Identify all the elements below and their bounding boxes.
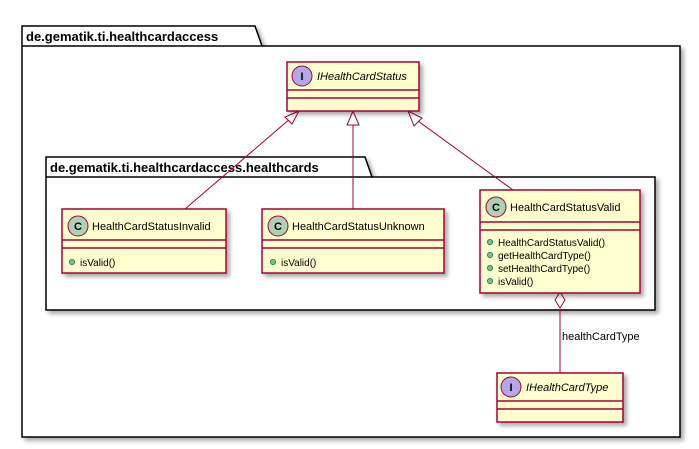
class-valid-name: HealthCardStatusValid [510, 202, 620, 214]
class-invalid-box [61, 208, 227, 274]
class-valid-method: setHealthCardType() [498, 264, 590, 275]
interface-status-name: IHealthCardStatus [317, 71, 407, 83]
interface-status-glyph: I [300, 71, 303, 83]
class-glyph-icon [485, 196, 507, 218]
public-method-icon [269, 258, 276, 265]
class-glyph-icon [67, 215, 89, 237]
interface-glyph-icon [500, 376, 522, 398]
class-unknown-method: isValid() [281, 258, 316, 269]
edge-unknown-arrowhead [346, 109, 360, 126]
interface-ihealthcardstatus[interactable]: I IHealthCardStatus [286, 61, 420, 112]
edge-aggregation-diamond [554, 291, 566, 309]
package-outer-name: de.gematik.ti.healthcardaccess [26, 29, 218, 44]
class-healthcardstatusvalid[interactable]: C HealthCardStatusValid HealthCardStatus… [479, 189, 641, 294]
interface-ihealthcardtype[interactable]: I IHealthCardType [496, 372, 624, 423]
class-healthcardstatusinvalid[interactable]: C HealthCardStatusInvalid isValid() [61, 208, 227, 274]
package-inner-name: de.gematik.ti.healthcardaccess.healthcar… [50, 160, 319, 175]
class-valid-method: isValid() [498, 277, 533, 288]
class-invalid-name: HealthCardStatusInvalid [92, 221, 211, 233]
class-valid-box [479, 189, 641, 294]
public-method-icon [486, 264, 493, 271]
edge-invalid-arrowhead [284, 109, 301, 125]
class-invalid-glyph: C [74, 221, 82, 233]
interface-type-glyph: I [509, 382, 512, 394]
edge-valid-arrowhead [407, 109, 423, 127]
public-method-icon [486, 277, 493, 284]
class-valid-method: HealthCardStatusValid() [498, 238, 605, 249]
class-valid-method: getHealthCardType() [498, 251, 591, 262]
class-unknown-name: HealthCardStatusUnknown [292, 221, 425, 233]
class-invalid-method: isValid() [80, 258, 115, 269]
class-unknown-box [261, 208, 445, 274]
class-glyph-icon [267, 215, 289, 237]
class-valid-glyph: C [492, 202, 500, 214]
interface-glyph-icon [291, 65, 313, 87]
interface-type-name: IHealthCardType [526, 382, 608, 394]
public-method-icon [486, 251, 493, 258]
edges: healthCardType [184, 109, 640, 373]
edge-invalid-realizes-status [184, 117, 292, 210]
public-method-icon [69, 258, 76, 265]
class-healthcardstatusunknown[interactable]: C HealthCardStatusUnknown isValid() [261, 208, 445, 274]
edge-valid-realizes-status [417, 120, 514, 191]
public-method-icon [486, 238, 493, 245]
class-unknown-glyph: C [274, 221, 282, 233]
aggregation-label: healthCardType [562, 331, 640, 343]
